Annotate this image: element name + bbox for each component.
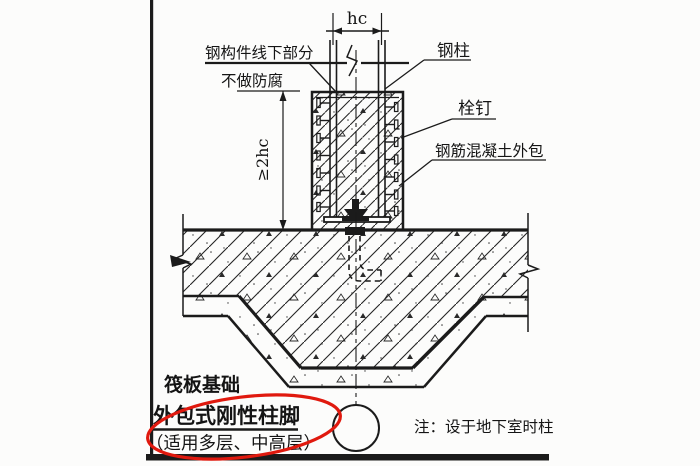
leader-rc-encasement bbox=[398, 159, 546, 187]
label-steel-column: 钢柱 bbox=[437, 41, 470, 60]
column-break-icon bbox=[346, 44, 359, 77]
leader-shear-stud bbox=[400, 118, 496, 139]
highlight-ellipse bbox=[146, 393, 342, 461]
break-line-left bbox=[170, 214, 194, 316]
caption-applicability: （适用多层、中高层） bbox=[146, 434, 321, 454]
sheet-border bbox=[146, 0, 549, 461]
label-rc-encasement: 钢筋混凝土外包 bbox=[435, 142, 544, 160]
cushion-layer bbox=[183, 296, 528, 387]
leader-steel-column bbox=[384, 59, 471, 90]
dimension-hc-label: hc bbox=[347, 9, 367, 29]
dimension-2hc-label: ≥2hc bbox=[253, 139, 272, 182]
note-text: 注：设于地下室时柱 bbox=[414, 418, 554, 436]
break-line-right bbox=[517, 213, 541, 332]
caption-title: 外包式刚性柱脚 bbox=[153, 403, 300, 428]
leader-no-corrosion bbox=[308, 62, 338, 94]
label-shear-stud: 栓钉 bbox=[458, 99, 492, 119]
dimension-hc: hc bbox=[326, 9, 389, 45]
caption-foundation-type: 筏板基础 bbox=[164, 373, 240, 396]
dimension-2hc: ≥2hc bbox=[237, 90, 300, 230]
raft-slab bbox=[170, 213, 541, 389]
shear-studs-right bbox=[385, 101, 399, 217]
caption-block: 筏板基础 外包式刚性柱脚 （适用多层、中高层） bbox=[146, 373, 321, 454]
anchor-hook-dashed bbox=[348, 236, 382, 282]
label-no-corrosion-line1: 钢构件线下部分 bbox=[205, 44, 314, 62]
label-no-corrosion-line2: 不做防腐 bbox=[221, 72, 283, 90]
shear-studs-left bbox=[316, 97, 330, 213]
